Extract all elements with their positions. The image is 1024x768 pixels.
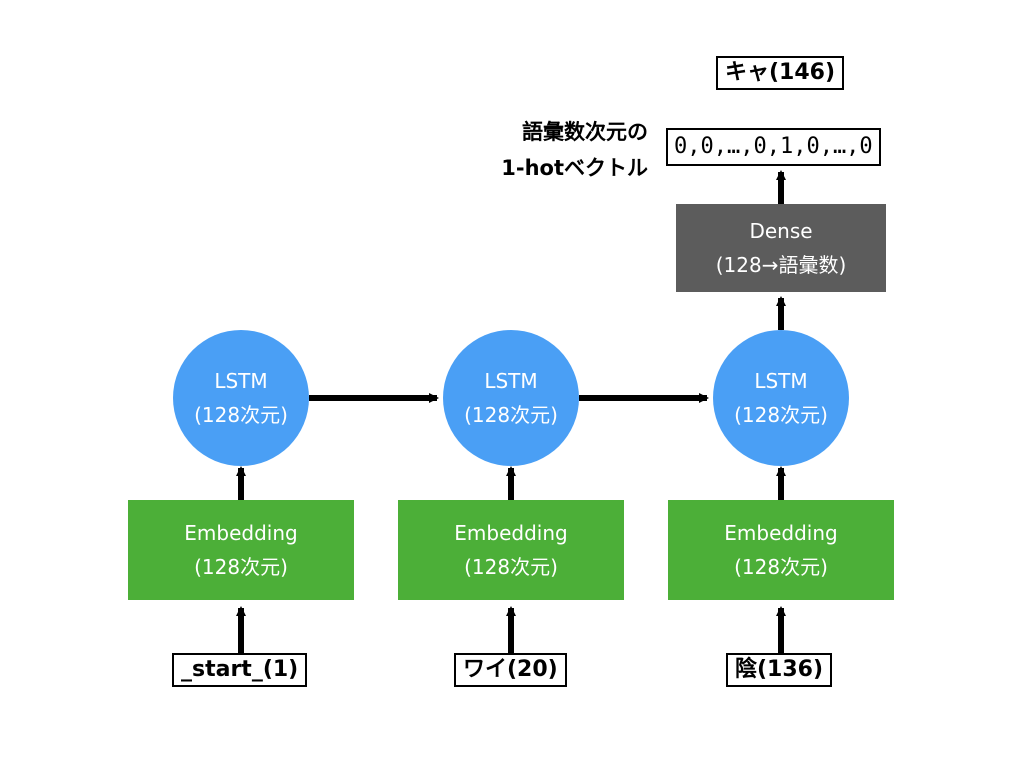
lstm-title: LSTM: [484, 369, 538, 393]
output-token-label: キャ(146): [725, 60, 836, 85]
embedding-node-1: Embedding (128次元): [128, 500, 354, 600]
lstm-dim: (128次元): [734, 403, 828, 427]
input-token-label: 陰(136): [735, 657, 824, 682]
embedding-title: Embedding: [724, 521, 838, 545]
input-token-1: _start_(1): [172, 653, 308, 687]
vector-label-line2: 1-hotベクトル: [501, 156, 648, 180]
embedding-dim: (128次元): [194, 555, 288, 579]
input-token-2: ワイ(20): [454, 653, 567, 687]
lstm-node-2: LSTM (128次元): [443, 330, 579, 466]
lstm-node-1: LSTM (128次元): [173, 330, 309, 466]
one-hot-vector-value: 0,0,…,0,1,0,…,0: [674, 134, 873, 159]
embedding-title: Embedding: [184, 521, 298, 545]
embedding-node-2: Embedding (128次元): [398, 500, 624, 600]
embedding-title: Embedding: [454, 521, 568, 545]
lstm-dim: (128次元): [464, 403, 558, 427]
output-token-box: キャ(146): [716, 56, 845, 90]
input-token-label: ワイ(20): [463, 657, 558, 682]
lstm-title: LSTM: [214, 369, 268, 393]
dense-layer: Dense (128→語彙数): [676, 204, 886, 292]
input-token-label: _start_(1): [181, 657, 299, 682]
dense-dim: (128→語彙数): [715, 253, 847, 277]
one-hot-vector-box: 0,0,…,0,1,0,…,0: [666, 128, 881, 166]
vector-label-line1: 語彙数次元の: [522, 120, 648, 144]
input-token-3: 陰(136): [726, 653, 833, 687]
embedding-dim: (128次元): [734, 555, 828, 579]
lstm-title: LSTM: [754, 369, 808, 393]
embedding-dim: (128次元): [464, 555, 558, 579]
dense-title: Dense: [749, 219, 813, 243]
vector-label: 語彙数次元の 1-hotベクトル: [478, 114, 648, 186]
lstm-node-3: LSTM (128次元): [713, 330, 849, 466]
embedding-node-3: Embedding (128次元): [668, 500, 894, 600]
lstm-dim: (128次元): [194, 403, 288, 427]
